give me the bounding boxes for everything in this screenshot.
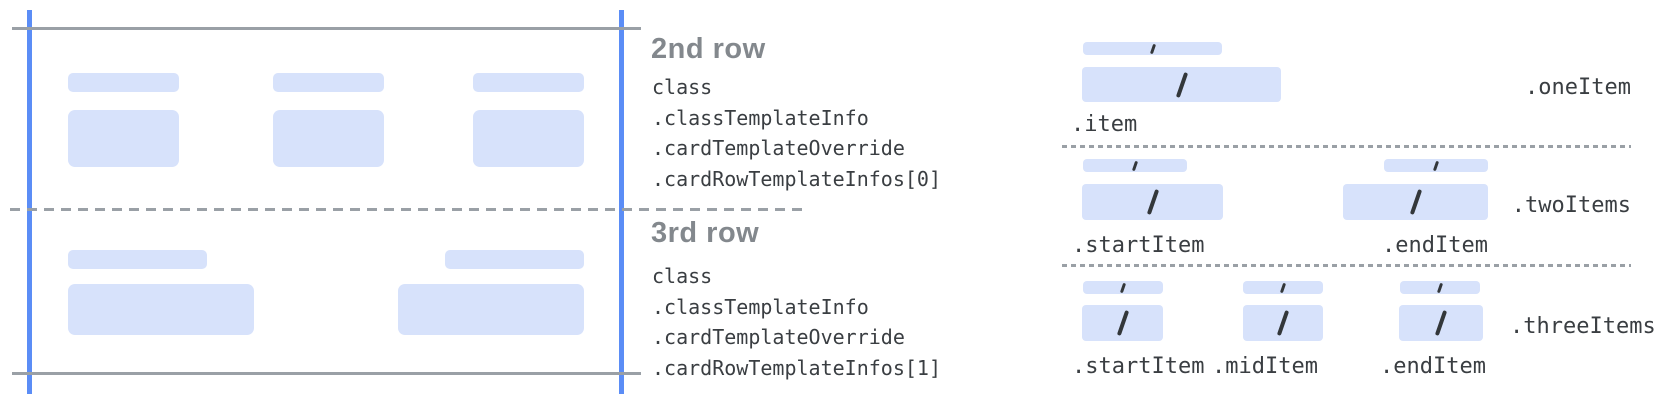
section-divider-dotted-line (1062, 145, 1631, 148)
item-label-bar (1400, 281, 1480, 294)
placeholder-label-bar (68, 250, 207, 269)
placeholder-value-block (473, 110, 584, 167)
item-value-bar (1082, 67, 1281, 102)
placeholder-label-bar (445, 250, 584, 269)
row-3-heading: 3rd row (651, 217, 760, 249)
class-path-line: class (652, 264, 713, 288)
card-boundary-line-bottom (12, 372, 641, 375)
section-divider-dotted-line (1062, 264, 1631, 267)
end-item-field-label: .endItem (1380, 354, 1486, 379)
start-item-field-label: .startItem (1072, 354, 1205, 379)
class-path-line: class (652, 75, 713, 99)
card-boundary-line-top (12, 27, 641, 30)
row-2-heading: 2nd row (651, 33, 766, 65)
placeholder-value-block (273, 110, 384, 167)
one-item-section-label: .oneItem (1525, 75, 1631, 100)
slash-icon (1116, 310, 1129, 336)
class-path-line: .classTemplateInfo (652, 105, 869, 130)
slash-icon (1279, 282, 1287, 293)
placeholder-label-bar (68, 73, 179, 92)
item-value-bar (1082, 305, 1163, 341)
slash-icon (1149, 43, 1156, 54)
card-edge-line-right (619, 10, 624, 394)
slash-icon (1276, 310, 1290, 336)
two-items-section-label: .twoItems (1511, 193, 1631, 218)
slash-icon (1175, 71, 1188, 98)
slash-icon (1409, 189, 1422, 215)
row-2-class-path: class .classTemplateInfo .cardTemplateOv… (652, 72, 941, 194)
item-label-bar (1083, 281, 1163, 294)
item-label-bar (1083, 42, 1222, 55)
slash-icon (1119, 282, 1127, 293)
item-value-bar (1399, 305, 1483, 341)
class-path-line: .cardTemplateOverride (652, 325, 905, 349)
class-path-line: .cardRowTemplateInfos[0] (652, 166, 941, 191)
placeholder-value-block (68, 284, 254, 335)
placeholder-label-bar (473, 73, 584, 92)
start-item-field-label: .startItem (1072, 233, 1205, 258)
slash-icon (1432, 160, 1440, 171)
row-divider-dashed-line (10, 208, 806, 211)
class-path-line: .cardTemplateOverride (652, 136, 905, 160)
item-value-bar (1343, 184, 1488, 220)
class-path-line: .cardRowTemplateInfos[1] (652, 355, 941, 380)
item-field-label: .item (1071, 112, 1138, 137)
three-items-section-label: .threeItems (1510, 314, 1656, 339)
slash-icon (1131, 160, 1139, 171)
item-value-bar (1082, 184, 1223, 220)
item-label-bar (1243, 281, 1323, 294)
placeholder-value-block (398, 284, 584, 335)
card-edge-line-left (27, 10, 32, 394)
slash-icon (1436, 282, 1444, 293)
slash-icon (1146, 189, 1159, 215)
mid-item-field-label: .midItem (1212, 354, 1318, 379)
slash-icon (1434, 310, 1448, 336)
item-label-bar (1384, 159, 1488, 172)
row-3-class-path: class .classTemplateInfo .cardTemplateOv… (652, 261, 941, 383)
item-value-bar (1243, 305, 1323, 341)
end-item-field-label: .endItem (1382, 233, 1488, 258)
class-path-line: .classTemplateInfo (652, 294, 869, 319)
placeholder-value-block (68, 110, 179, 167)
item-label-bar (1083, 159, 1187, 172)
placeholder-label-bar (273, 73, 384, 92)
